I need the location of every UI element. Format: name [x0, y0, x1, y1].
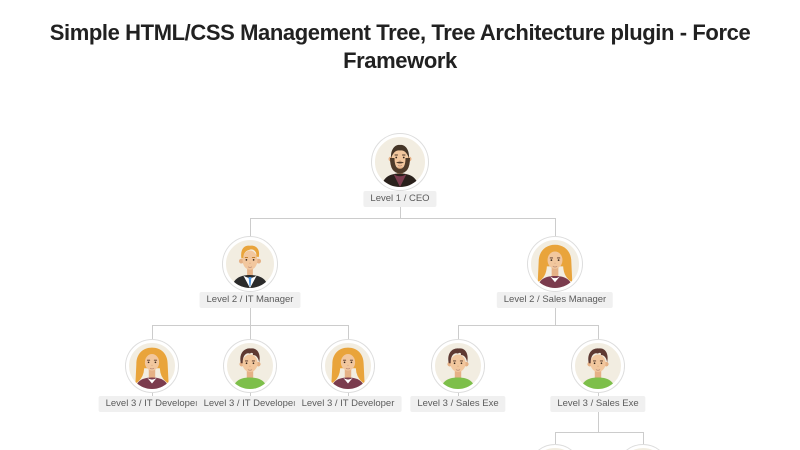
node-label-sales-exe-2: Level 3 / Sales Exe [550, 396, 646, 412]
connector-line [348, 325, 349, 340]
avatar-it-manager[interactable] [223, 237, 277, 291]
avatar-sales-manager[interactable] [528, 237, 582, 291]
male-suit-avatar-icon [231, 245, 269, 288]
connector-line [250, 218, 251, 237]
connector-line [598, 412, 599, 432]
connector-line [458, 325, 459, 340]
node-label-ceo: Level 1 / CEO [363, 191, 437, 207]
female-avatar-icon [331, 347, 365, 389]
connector-line [643, 432, 644, 445]
connector-line [250, 308, 251, 325]
node-label-it-dev-2: Level 3 / IT Developer [196, 396, 304, 412]
connector-line [250, 289, 251, 293]
node-label-sales-exe-1: Level 3 / Sales Exe [410, 396, 506, 412]
connector-line [250, 325, 251, 340]
connector-line [555, 218, 556, 237]
female-avatar-icon [135, 347, 169, 389]
avatar-sales-exe-1[interactable] [432, 340, 484, 392]
connector-line [400, 188, 401, 192]
avatar-it-dev-2[interactable] [224, 340, 276, 392]
male-green-avatar-icon [580, 348, 616, 389]
avatar-it-dev-3[interactable] [322, 340, 374, 392]
connector-line [555, 432, 556, 445]
avatar-level4-right[interactable] [617, 445, 669, 450]
connector-line [250, 218, 556, 219]
connector-line [598, 391, 599, 397]
node-label-it-dev-3: Level 3 / IT Developer [294, 396, 402, 412]
avatar-it-dev-1[interactable] [126, 340, 178, 392]
connector-line [400, 207, 401, 218]
connector-line [555, 308, 556, 325]
page-title: Simple HTML/CSS Management Tree, Tree Ar… [49, 20, 751, 73]
connector-line [555, 432, 644, 433]
node-label-it-dev-1: Level 3 / IT Developer [98, 396, 206, 412]
connector-line [152, 325, 153, 340]
connector-line [598, 325, 599, 340]
female-avatar-icon [537, 244, 573, 288]
male-green-avatar-icon [440, 348, 476, 389]
avatar-sales-exe-2[interactable] [572, 340, 624, 392]
connector-line [250, 391, 251, 397]
connector-line [152, 391, 153, 397]
avatar-ceo[interactable] [372, 134, 428, 190]
male-green-avatar-icon [232, 348, 268, 389]
node-label-sales-manager: Level 2 / Sales Manager [496, 292, 614, 308]
connector-line [348, 391, 349, 397]
connector-line [458, 325, 599, 326]
connector-line [458, 391, 459, 397]
connector-line [555, 289, 556, 293]
node-label-it-manager: Level 2 / IT Manager [199, 292, 301, 308]
avatar-level4-left[interactable] [529, 445, 581, 450]
male-beard-avatar-icon [381, 144, 419, 187]
